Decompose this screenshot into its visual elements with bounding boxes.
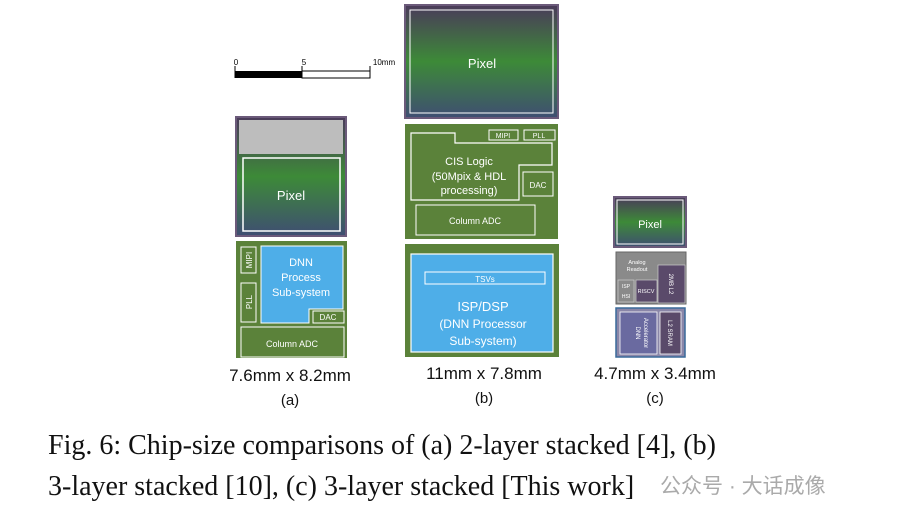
chip-b-size: 11mm x 7.8mm — [426, 364, 542, 383]
chip-a-dnn-2: Process — [281, 272, 321, 284]
chip-b-column-adc: Column ADC — [449, 216, 502, 226]
chip-a-column-adc: Column ADC — [266, 339, 319, 349]
chip-a-size: 7.6mm x 8.2mm — [229, 366, 351, 385]
scale-bar: 0 5 10mm — [234, 58, 396, 79]
chip-b-tsvs: TSVs — [475, 275, 495, 284]
chip-a-dac: DAC — [320, 313, 337, 322]
chip-b-cis-1: CIS Logic — [445, 156, 493, 168]
chip-c-dnn-layer: DNN Accelerator L2 SRAM — [615, 307, 686, 358]
chip-c-hsi: HSI — [622, 294, 630, 300]
chip-b-isp-3: Sub-system) — [449, 334, 516, 348]
chip-c-tag: (c) — [646, 390, 664, 407]
chip-a-dnn-1: DNN — [289, 257, 313, 269]
chip-c-analog-2: Readout — [627, 267, 648, 273]
caption-line-2: 3-layer stacked [10], (c) 3-layer stacke… — [48, 471, 635, 502]
chip-c-accelerator: Accelerator — [642, 318, 648, 348]
chip-c-dnn: DNN — [634, 327, 640, 340]
chip-a-pll: PLL — [245, 294, 254, 309]
chip-c-analog-1: Analog — [628, 260, 645, 266]
chip-c-isp: ISP — [622, 284, 631, 290]
scale-tick-5: 5 — [302, 58, 307, 67]
chip-c-logic-layer: Analog Readout 2MB L2 ISP HSI RISCV — [615, 251, 687, 305]
chip-b-mipi: MIPI — [496, 133, 510, 140]
chip-b-dac: DAC — [530, 181, 547, 190]
chip-c-l2-sram: L2 SRAM — [666, 320, 672, 346]
chip-b-tag: (b) — [474, 390, 494, 407]
caption-line-1: Fig. 6: Chip-size comparisons of (a) 2-l… — [48, 430, 716, 461]
chip-a-pixel-layer: Pixel — [235, 116, 347, 237]
chip-a-dnn-3: Sub-system — [272, 287, 330, 299]
chip-a-mipi: MIPI — [245, 252, 254, 268]
chip-a-pixel-label: Pixel — [277, 188, 305, 203]
chip-a-tag: (a) — [280, 392, 300, 409]
chip-b-logic-layer: CIS Logic (50Mpix & HDL processing) MIPI… — [405, 124, 558, 239]
watermark: 公众号 · 大话成像 — [660, 475, 826, 498]
chip-b-pixel-layer: Pixel — [404, 4, 559, 119]
chip-c-2mb-l2: 2MB L2 — [667, 274, 673, 295]
chip-c-pixel-layer: Pixel — [613, 196, 687, 248]
chip-b-pixel-label: Pixel — [468, 56, 496, 71]
scale-tick-10: 10mm — [373, 58, 396, 67]
scale-tick-0: 0 — [234, 58, 239, 67]
chip-b-cis-2: (50Mpix & HDL — [432, 171, 507, 183]
chip-c-pixel-label: Pixel — [638, 219, 662, 231]
chip-b-dsp-layer: TSVs ISP/DSP (DNN Processor Sub-system) — [405, 244, 559, 357]
chip-b-isp-1: ISP/DSP — [457, 299, 508, 314]
chip-a-logic-layer: MIPI PLL DNN Process Sub-system DAC Colu… — [236, 241, 347, 358]
chip-c-riscv: RISCV — [638, 289, 655, 295]
chip-b-pll: PLL — [533, 133, 546, 140]
chip-c-size: 4.7mm x 3.4mm — [594, 364, 716, 383]
chip-b-cis-3: processing) — [441, 185, 498, 197]
chip-b-isp-2: (DNN Processor — [439, 317, 526, 331]
